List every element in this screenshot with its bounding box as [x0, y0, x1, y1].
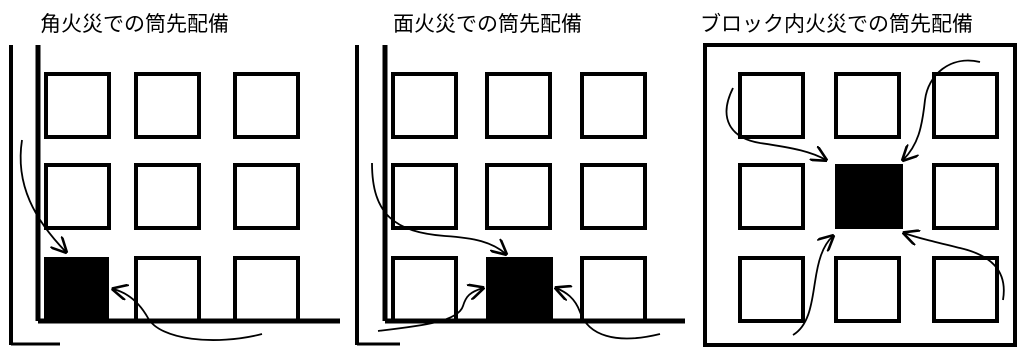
panel-1-graphics — [9, 45, 340, 346]
building-block — [738, 72, 805, 139]
building-block — [233, 256, 300, 323]
building-block — [233, 72, 300, 139]
nozzle-arrow — [904, 233, 1005, 301]
building-block — [44, 72, 111, 139]
nozzle-arrow — [371, 162, 506, 254]
nozzle-arrow — [792, 236, 833, 336]
building-block — [391, 256, 458, 323]
building-block — [932, 163, 999, 230]
building-block — [738, 256, 805, 323]
building-block — [932, 256, 999, 323]
building-block — [932, 72, 999, 139]
panel-3-graphics — [703, 43, 1017, 347]
outer-border — [703, 43, 1017, 347]
nozzle-arrow — [113, 289, 263, 341]
panel-2-graphics — [355, 45, 685, 346]
panel-block-fire: ブロック内火災での筒先配備 — [690, 0, 1017, 349]
building-block — [485, 163, 552, 230]
fire-block — [44, 257, 109, 322]
building-block — [134, 256, 201, 323]
building-block — [134, 72, 201, 139]
building-block — [580, 256, 647, 323]
panel-title: 面火災での筒先配備 — [393, 12, 582, 36]
building-block — [485, 72, 552, 139]
nozzle-arrow — [556, 288, 661, 340]
building-block — [738, 163, 805, 230]
building-block — [580, 72, 647, 139]
panel-title: ブロック内火災での筒先配備 — [700, 12, 973, 36]
panel-corner-fire: 角火災での筒先配備 — [0, 0, 340, 349]
fire-block — [835, 164, 903, 229]
building-block — [580, 163, 647, 230]
panel-face-fire: 面火災での筒先配備 — [345, 0, 685, 349]
nozzle-arrow — [19, 139, 66, 252]
building-block — [834, 256, 901, 323]
fire-block — [486, 257, 553, 322]
building-block — [391, 163, 458, 230]
building-block — [834, 72, 901, 139]
building-block — [391, 72, 458, 139]
building-block — [233, 163, 300, 230]
nozzle-arrow — [903, 59, 981, 160]
building-block — [134, 163, 201, 230]
building-block — [44, 163, 111, 230]
nozzle-arrow — [377, 288, 483, 332]
nozzle-arrow — [725, 87, 826, 160]
panel-title: 角火災での筒先配備 — [40, 12, 229, 36]
